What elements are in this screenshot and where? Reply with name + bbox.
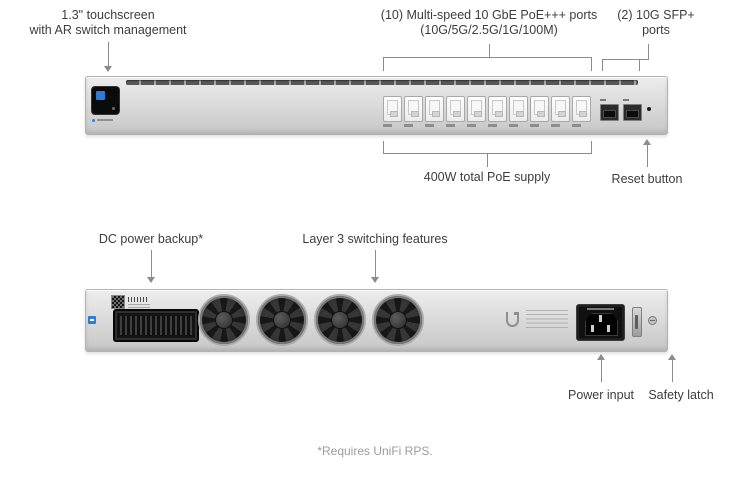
- callout-sfp-ports: (2) 10G SFP+ ports: [600, 8, 712, 38]
- switch-rear-view: [85, 289, 668, 352]
- ubiquiti-logo-icon: [506, 312, 519, 327]
- poe-supply-bracket-tick-right: [591, 141, 592, 153]
- shield-icon: [92, 118, 95, 122]
- qr-code: [111, 295, 125, 309]
- ground-screw-icon: [648, 316, 657, 325]
- sfp-indicator-marks: [600, 99, 642, 101]
- callout-touchscreen-line1: 1.3" touchscreen: [61, 8, 155, 22]
- rj45-port: [572, 96, 591, 122]
- callout-sfp-ports-line2: ports: [642, 23, 670, 37]
- power-input-arrow-line: [601, 360, 602, 382]
- callout-dc-backup: DC power backup*: [98, 232, 204, 246]
- safety-latch-arrow-line: [672, 360, 673, 382]
- safety-latch-arrowhead-icon: [668, 354, 676, 360]
- brand-badge-icon: [88, 316, 96, 324]
- power-pin-right: [607, 325, 610, 332]
- power-rating-label: [587, 308, 614, 310]
- power-pin-left: [591, 325, 594, 332]
- sfp-bracket-stem: [648, 44, 649, 59]
- poe-bracket-horizontal: [383, 57, 592, 58]
- sfp-bracket-horizontal: [602, 59, 649, 60]
- dc-power-backup-connector: [113, 309, 199, 342]
- callout-poe-ports-line2: (10G/5G/2.5G/1G/100M): [420, 23, 558, 37]
- sfp-bracket-tick-right: [639, 59, 640, 71]
- rj45-port: [488, 96, 507, 122]
- port-number-labels: [383, 124, 591, 127]
- fan-vent: [372, 294, 424, 346]
- serial-label: [128, 304, 150, 308]
- fan-block: [198, 294, 424, 346]
- spec-text-block: [526, 310, 568, 328]
- sfp-bracket-tick-left: [602, 59, 603, 71]
- power-input-socket: [576, 304, 625, 341]
- callout-touchscreen-line2: with AR switch management: [29, 23, 187, 37]
- rj45-port: [551, 96, 570, 122]
- callout-sfp-ports-line1: (2) 10G SFP+: [617, 8, 695, 22]
- callout-power-input: Power input: [567, 388, 634, 402]
- poe-supply-bracket-tick-left: [383, 141, 384, 153]
- callout-reset-button: Reset button: [611, 172, 683, 186]
- callout-poe-ports-line1: (10) Multi-speed 10 GbE PoE+++ ports: [380, 8, 598, 22]
- rj45-port-block: [383, 96, 591, 122]
- sfp-slot: [600, 104, 619, 121]
- rj45-port: [425, 96, 444, 122]
- callout-poe-supply: 400W total PoE supply: [423, 170, 551, 184]
- poe-supply-bracket-stem: [487, 153, 488, 167]
- rj45-port: [509, 96, 528, 122]
- touchscreen-arrowhead-icon: [104, 66, 112, 72]
- reset-button[interactable]: [647, 107, 651, 111]
- touchscreen-arrow-line: [108, 42, 109, 67]
- dc-backup-arrowhead-icon: [147, 277, 155, 283]
- footnote: *Requires UniFi RPS.: [317, 444, 433, 458]
- layer3-arrow-line: [375, 250, 376, 277]
- fan-vent: [198, 294, 250, 346]
- rj45-port: [530, 96, 549, 122]
- sfp-slot: [623, 104, 642, 121]
- sfp-port-block: [600, 104, 642, 121]
- fan-vent: [314, 294, 366, 346]
- touchscreen-display: [92, 87, 119, 114]
- callout-poe-ports: (10) Multi-speed 10 GbE PoE+++ ports (10…: [369, 8, 609, 38]
- model-text-mark: [97, 119, 113, 121]
- touchscreen-dot-icon: [112, 107, 115, 110]
- touchscreen-content-icon: [96, 91, 105, 100]
- layer3-arrowhead-icon: [371, 277, 379, 283]
- callout-safety-latch: Safety latch: [648, 388, 714, 402]
- power-input-arrowhead-icon: [597, 354, 605, 360]
- vent-slot: [126, 80, 638, 85]
- dc-backup-arrow-line: [151, 250, 152, 277]
- rj45-port: [383, 96, 402, 122]
- power-pin-ground: [599, 315, 602, 322]
- rj45-port: [404, 96, 423, 122]
- reset-arrowhead-icon: [643, 139, 651, 145]
- poe-bracket-tick-left: [383, 57, 384, 71]
- callout-touchscreen: 1.3" touchscreen with AR switch manageme…: [18, 8, 198, 38]
- callout-layer3: Layer 3 switching features: [302, 232, 448, 246]
- poe-bracket-tick-right: [591, 57, 592, 71]
- safety-latch-part[interactable]: [632, 307, 642, 337]
- rj45-port: [446, 96, 465, 122]
- poe-bracket-stem: [489, 44, 490, 57]
- switch-front-view: [85, 76, 668, 135]
- fan-vent: [256, 294, 308, 346]
- reset-arrow-line: [647, 145, 648, 167]
- device-model-label: [92, 118, 119, 122]
- rj45-port: [467, 96, 486, 122]
- barcode: [128, 297, 148, 302]
